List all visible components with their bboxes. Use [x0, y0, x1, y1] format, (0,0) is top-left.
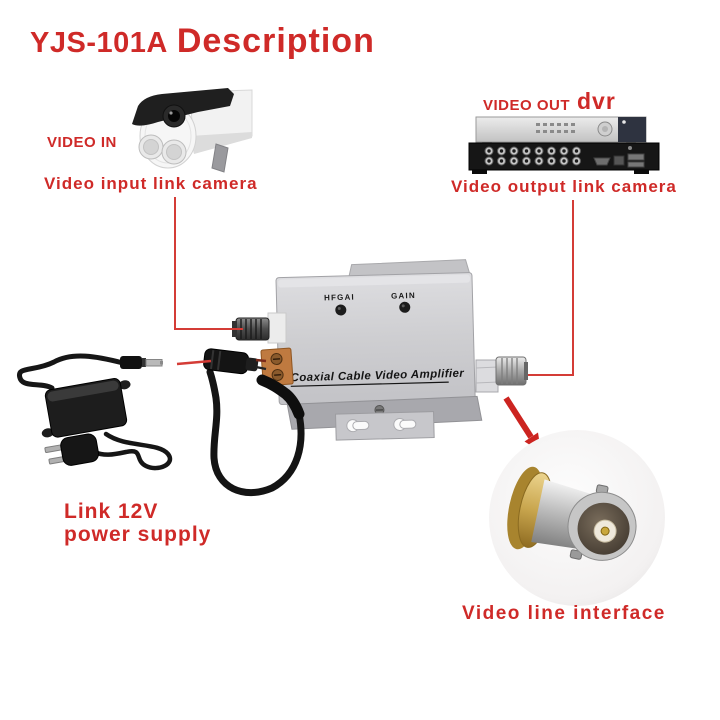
us-wall-plug	[44, 433, 100, 466]
video-in-label: VIDEO IN	[47, 134, 117, 151]
coaxial-cable-video-amplifier-photo: HFGAI GAIN Coaxial Cable Video Amplifier	[232, 259, 528, 441]
camera-bracket	[211, 143, 229, 173]
bnc-output-connector	[475, 356, 528, 393]
adapter-brick	[41, 378, 131, 438]
model-number: YJS-101A	[30, 27, 168, 59]
trimmer-left-label: HFGAI	[324, 293, 355, 303]
dc-female-connector	[203, 348, 259, 375]
video-in-caption: Video input link camera	[44, 174, 258, 193]
video-out-caption: Video output link camera	[451, 177, 677, 196]
amplifier-name-label: Coaxial Cable Video Amplifier	[290, 368, 464, 385]
dvr-bnc-ports	[484, 146, 581, 166]
cctv-bullet-camera-photo	[132, 88, 253, 173]
power-supply-caption-line1: Link 12V	[64, 500, 159, 523]
power-supply-caption-line2: power supply	[64, 523, 212, 547]
bnc-connector-closeup-photo	[489, 430, 665, 606]
trimmer-right-knob	[399, 301, 411, 313]
trimmer-left-knob	[335, 304, 347, 316]
page-title: YJS-101A Description	[30, 22, 375, 61]
camera-sunshade	[132, 88, 234, 126]
video-out-label: VIDEO OUT	[483, 97, 571, 114]
12v-power-adapter-photo	[17, 353, 173, 471]
dc-barrel-plug	[120, 356, 163, 369]
power-supply-caption: Link 12V power supply	[64, 500, 211, 546]
title-description: Description	[176, 22, 375, 60]
mounting-bracket	[335, 411, 435, 441]
dvr-front-and-rear-photo	[468, 116, 660, 174]
bnc-interface-caption: Video line interface	[462, 603, 666, 624]
trimmer-right-label: GAIN	[391, 291, 416, 301]
power-terminal-block	[260, 347, 294, 387]
dvr-label: dvr	[577, 88, 616, 114]
